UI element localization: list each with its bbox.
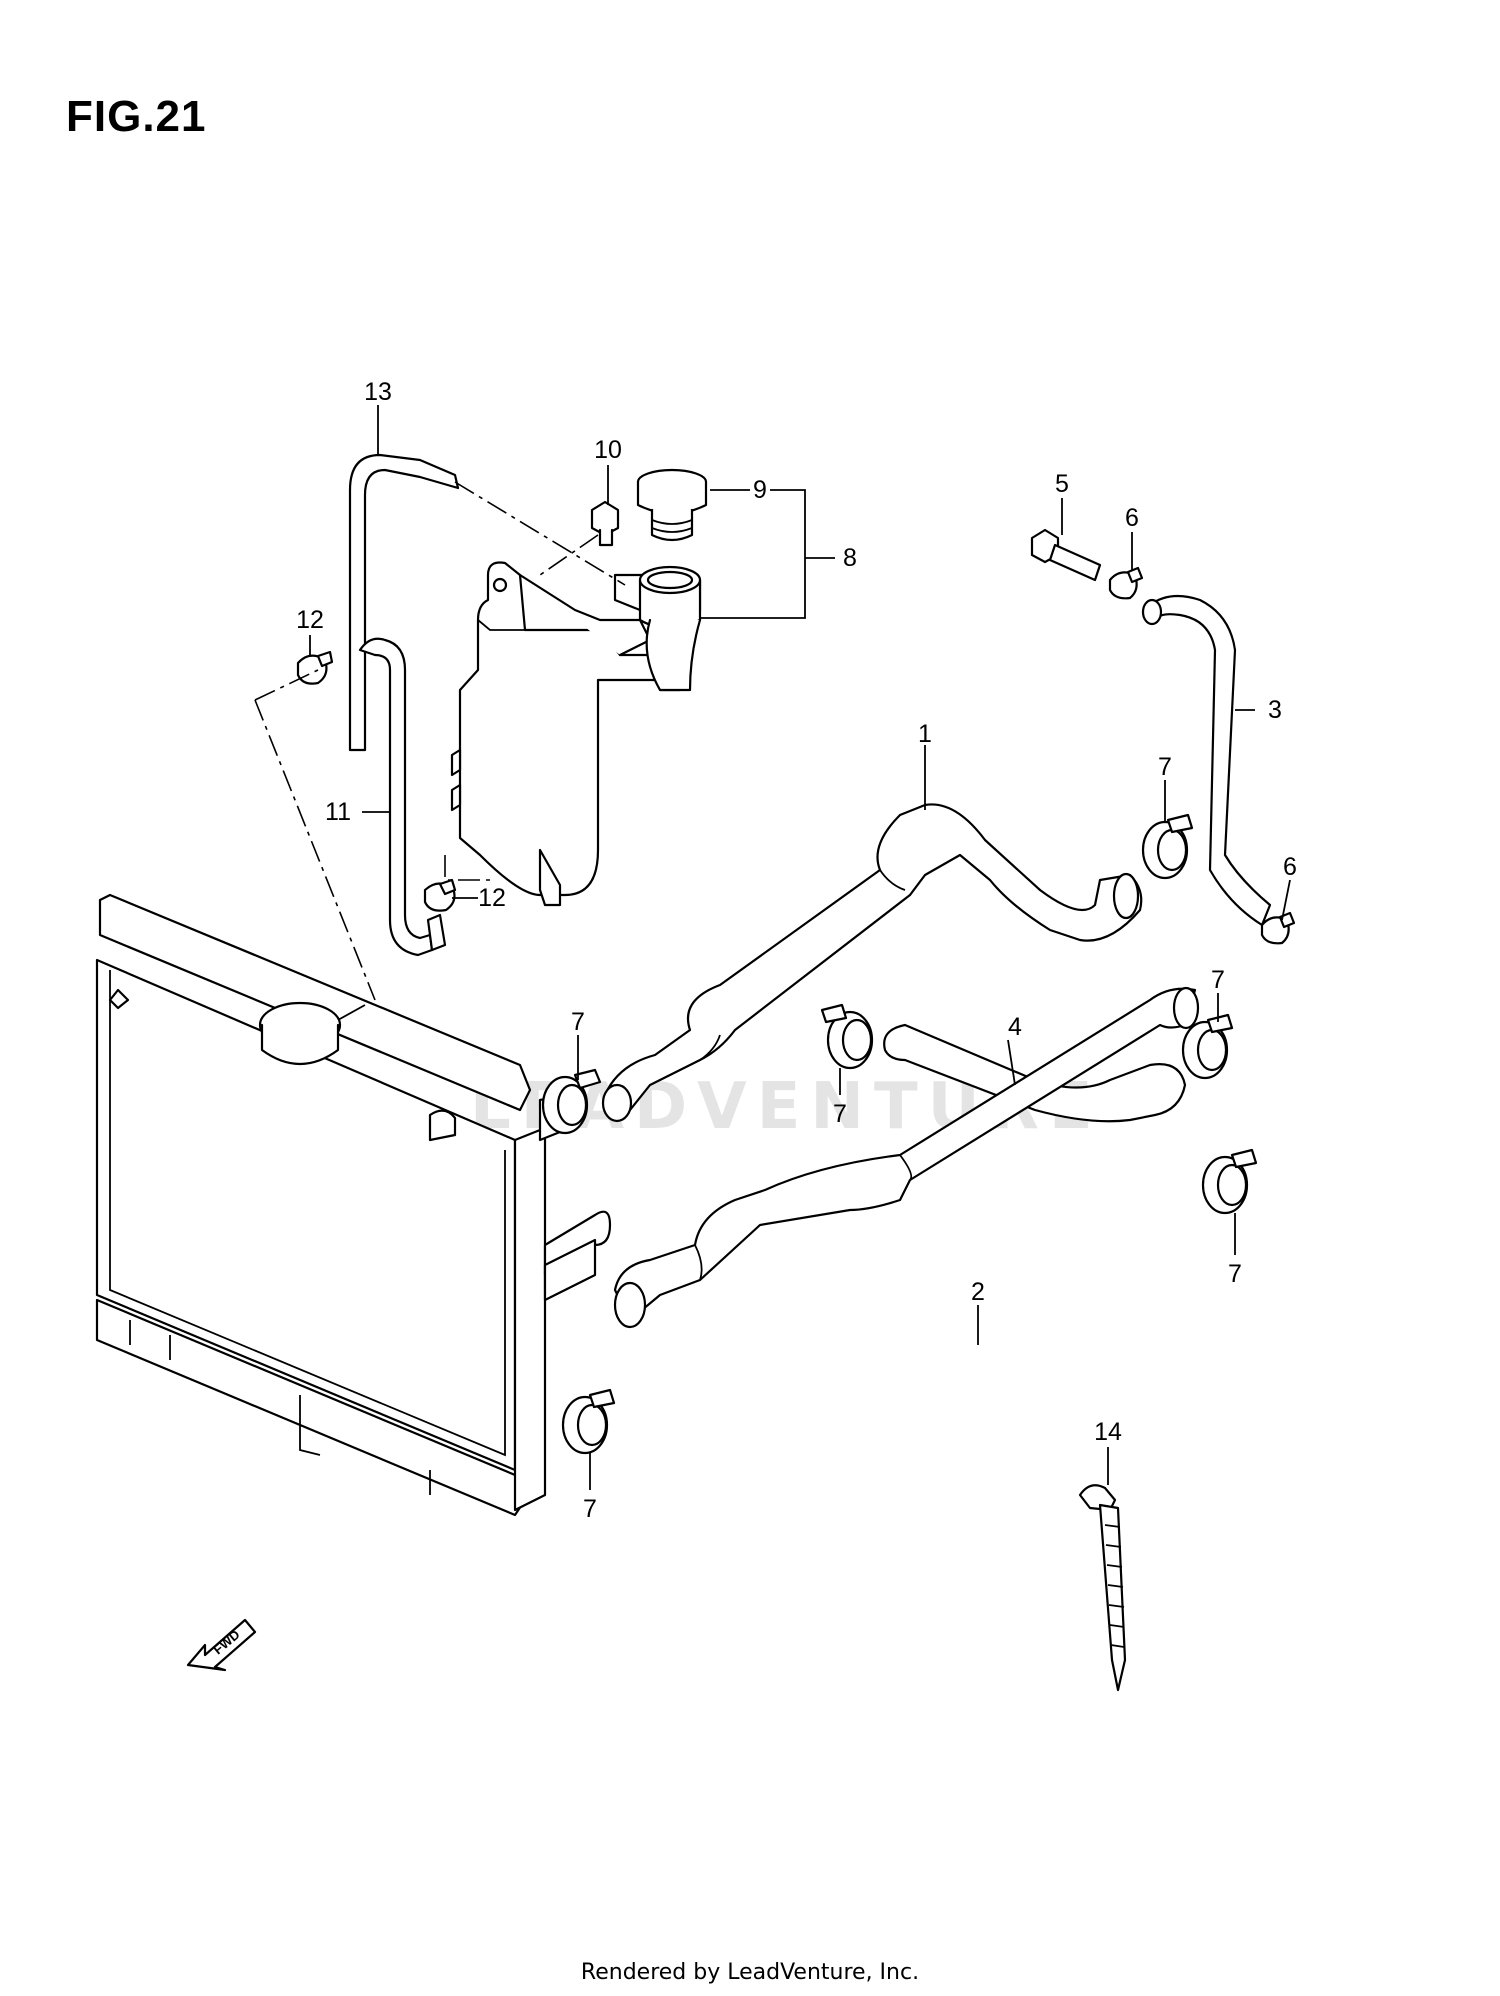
callout-labels: 1 2 3 4 5 6 6 7 7 7 7 7 7 7 8 9 10 11 12…: [296, 378, 1297, 1523]
clamp-7-f: [561, 1388, 616, 1455]
assembly-line-12: [254, 669, 319, 701]
hose-11: [358, 637, 434, 957]
clamp-12-lower: [423, 878, 457, 912]
cable-tie-14: [1078, 1484, 1127, 1692]
callout-7-b: 7: [1211, 966, 1225, 994]
radiator: [95, 893, 612, 1517]
clamp-7-a: [541, 1068, 602, 1135]
clamp-6-upper: [1108, 566, 1144, 600]
callout-7-a: 7: [1158, 753, 1172, 781]
callout-9: 9: [753, 476, 767, 504]
callout-7-e: 7: [1228, 1260, 1242, 1288]
radiator-cap: [258, 1001, 366, 1066]
callout-8: 8: [843, 544, 857, 572]
fwd-arrow: FWD: [186, 1618, 257, 1672]
clamp-7-c: [1141, 813, 1194, 880]
clamp-7-e: [1201, 1148, 1258, 1215]
callout-7-d: 7: [833, 1100, 847, 1128]
callout-6-lower: 6: [1283, 853, 1297, 881]
clamp-6-lower: [1260, 911, 1296, 945]
callout-3: 3: [1268, 696, 1282, 724]
callout-14: 14: [1094, 1418, 1122, 1446]
assembly-line-12b: [444, 855, 490, 881]
hose-13: [348, 453, 460, 752]
callout-13: 13: [364, 378, 392, 406]
callout-6-upper: 6: [1125, 504, 1139, 532]
reservoir-cap: [636, 468, 708, 542]
hose-2: [613, 987, 1197, 1322]
callout-11: 11: [325, 798, 351, 826]
leader-lines: [309, 405, 1291, 1490]
callout-4: 4: [1008, 1013, 1022, 1041]
callout-2: 2: [971, 1278, 985, 1306]
clamp-7-b: [820, 1003, 874, 1070]
assembly-line-10: [539, 534, 599, 576]
clamp-7-d: [1181, 1013, 1234, 1080]
callout-5: 5: [1055, 470, 1069, 498]
footer-credit: Rendered by LeadVenture, Inc.: [580, 1960, 920, 1985]
callout-10: 10: [594, 436, 622, 464]
hose-3: [1148, 594, 1272, 927]
callout-7-c: 7: [571, 1008, 585, 1036]
bolt-5: [1030, 528, 1102, 582]
bolt-10: [590, 500, 620, 547]
hose-1: [603, 803, 1143, 1112]
callout-12-lower: 12: [478, 884, 506, 912]
assembly-line-13: [454, 481, 626, 586]
figure-title: FIG.21: [66, 92, 207, 141]
clamp-12-upper: [296, 650, 334, 685]
callout-12-upper: 12: [296, 606, 324, 634]
callout-1: 1: [918, 720, 932, 748]
assembly-line-11: [254, 699, 376, 1001]
filler-neck: [638, 565, 702, 692]
callout-7-f: 7: [583, 1495, 597, 1523]
